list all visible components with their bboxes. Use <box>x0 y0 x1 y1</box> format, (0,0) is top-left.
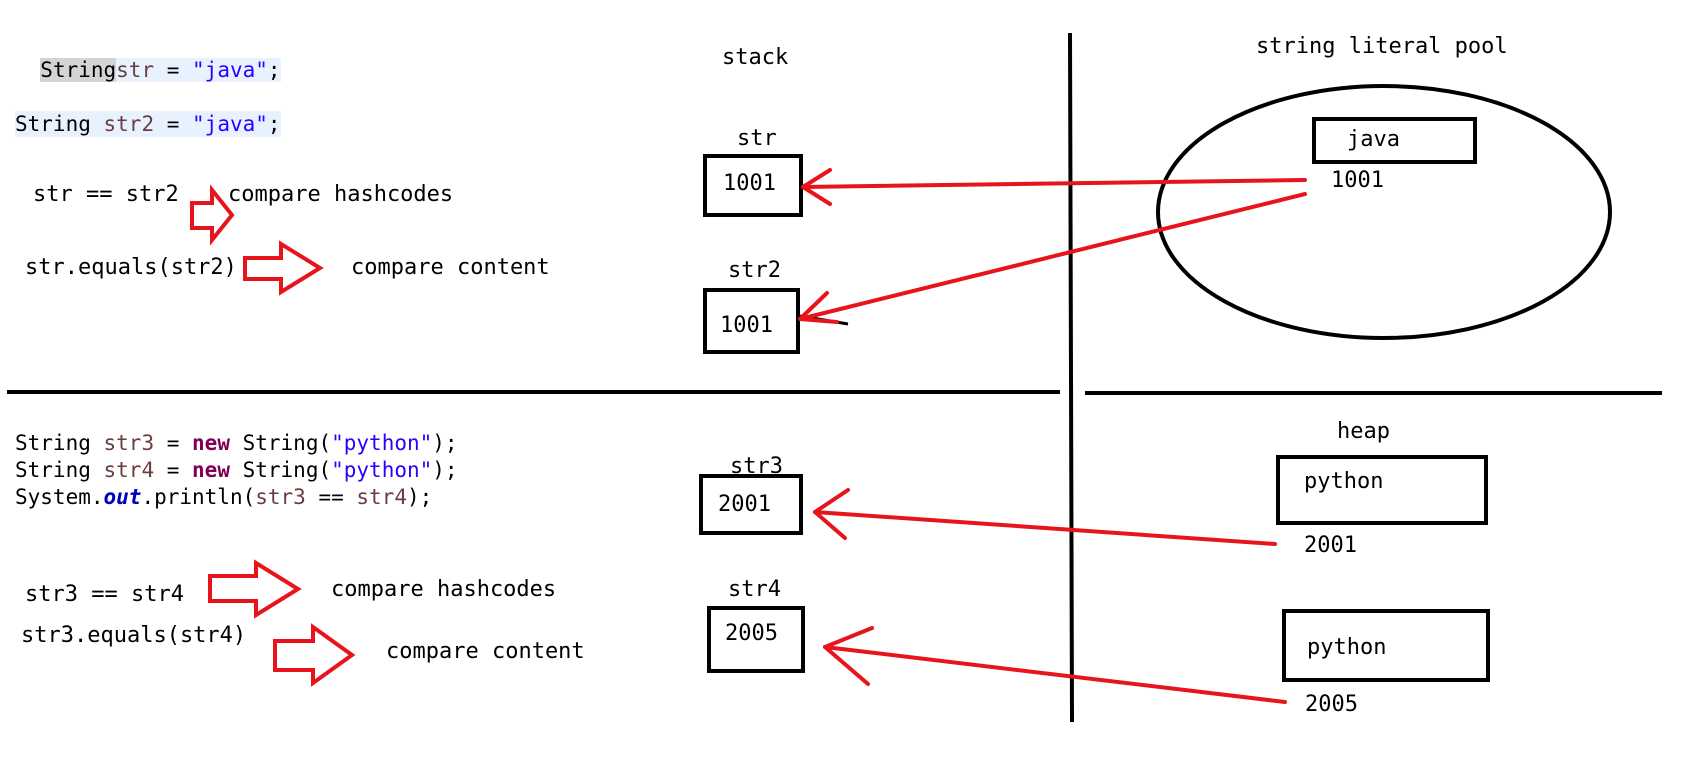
code-keyword: new <box>192 458 230 482</box>
code-type: String <box>40 58 117 82</box>
note-str3-eq: str3 == str4 <box>25 582 184 607</box>
code-line-str3: String str3 = new String("python"); <box>15 430 458 456</box>
code-type: String <box>15 458 91 482</box>
implies-arrow-4 <box>273 623 356 687</box>
code-op: == <box>305 485 357 509</box>
heap-python-box-2 <box>1282 609 1490 682</box>
code-arg-a: str3 <box>255 485 306 509</box>
stack-var-value: 1001 <box>720 313 773 338</box>
code-arg-b: str4 <box>356 485 407 509</box>
code-op: = <box>154 431 193 455</box>
arrowhead-str4 <box>823 626 874 686</box>
heap-label: heap <box>1337 419 1390 444</box>
stack-var-name: str3 <box>730 454 783 479</box>
code-type: String <box>15 431 91 455</box>
heap-obj-content: python <box>1304 469 1384 494</box>
code-literal: "python" <box>331 458 433 482</box>
pool-obj-content: java <box>1347 127 1400 152</box>
code-op: = <box>154 112 193 136</box>
stack-str-box <box>703 154 803 217</box>
code-keyword: new <box>192 431 230 455</box>
implies-arrows <box>190 184 356 687</box>
code-method: .println( <box>141 485 256 509</box>
pool-label: string literal pool <box>1256 34 1508 59</box>
note-str3-equals-result: compare content <box>386 639 585 664</box>
pool-java-box <box>1312 117 1477 164</box>
implies-arrow-3 <box>208 559 302 619</box>
code-ctor: String( <box>229 431 332 455</box>
stack-var-value: 2005 <box>725 621 778 646</box>
stack-str4-box <box>707 606 805 673</box>
code-line-str4: String str4 = new String("python"); <box>15 457 458 483</box>
heap-obj-address: 2001 <box>1304 533 1357 558</box>
code-field: out <box>103 485 142 509</box>
arrowhead-str2 <box>798 291 839 324</box>
pool-ellipse <box>1156 84 1612 340</box>
code-literal: "python" <box>331 431 433 455</box>
arrowhead-str3 <box>813 488 850 540</box>
implies-arrow-2 <box>243 240 324 296</box>
stack-var-value: 1001 <box>723 171 776 196</box>
code-var: str4 <box>103 458 155 482</box>
vertical-divider <box>1068 32 1074 723</box>
note-str3-equals: str3.equals(str4) <box>21 623 247 648</box>
stack-str2-box <box>703 288 800 354</box>
code-var: str3 <box>103 431 155 455</box>
code-class: System. <box>15 485 104 509</box>
heap-obj-address: 2005 <box>1305 692 1358 717</box>
note-str-equals-result: compare content <box>351 255 550 280</box>
stack-label: stack <box>722 45 789 70</box>
stack-var-name: str4 <box>728 577 781 602</box>
arrow-heap-to-str4 <box>823 645 1287 704</box>
arrow-heap-to-str3 <box>813 510 1277 546</box>
code-end: ); <box>406 485 433 509</box>
arrowhead-str <box>801 168 832 206</box>
code-op: = <box>154 458 193 482</box>
stack-str3-box <box>699 474 803 535</box>
code-end: ; <box>267 112 281 136</box>
stack-var-name: str2 <box>728 258 781 283</box>
code-type: String <box>15 112 91 136</box>
pool-obj-address: 1001 <box>1331 168 1384 193</box>
code-ctor: String( <box>229 458 332 482</box>
code-literal: "java" <box>192 112 268 136</box>
code-end: ; <box>267 58 281 82</box>
note-str-equals: str.equals(str2) <box>25 255 237 280</box>
code-var: str2 <box>103 112 155 136</box>
code-line-str: Stringstr = "java"; <box>15 31 281 83</box>
code-literal: "java" <box>192 58 268 82</box>
stack-var-value: 2001 <box>718 492 771 517</box>
note-str3-eq-result: compare hashcodes <box>331 577 557 602</box>
note-str-eq-result: compare hashcodes <box>228 182 454 207</box>
code-op: = <box>154 58 193 82</box>
heap-obj-content: python <box>1307 635 1387 660</box>
note-str-eq: str == str2 <box>33 182 179 207</box>
code-var: str <box>116 58 155 82</box>
implies-arrow-1 <box>190 184 235 246</box>
heap-python-box-1 <box>1276 455 1488 525</box>
code-end: ); <box>432 458 458 482</box>
arrow-pool-to-str <box>801 178 1307 189</box>
arrow-pool-to-str2 <box>798 192 1307 321</box>
reference-arrows <box>798 168 1307 704</box>
stack-var-name: str <box>737 126 777 151</box>
code-line-println: System.out.println(str3 == str4); <box>15 484 432 510</box>
code-end: ); <box>432 431 458 455</box>
code-line-str2: String str2 = "java"; <box>15 111 281 137</box>
